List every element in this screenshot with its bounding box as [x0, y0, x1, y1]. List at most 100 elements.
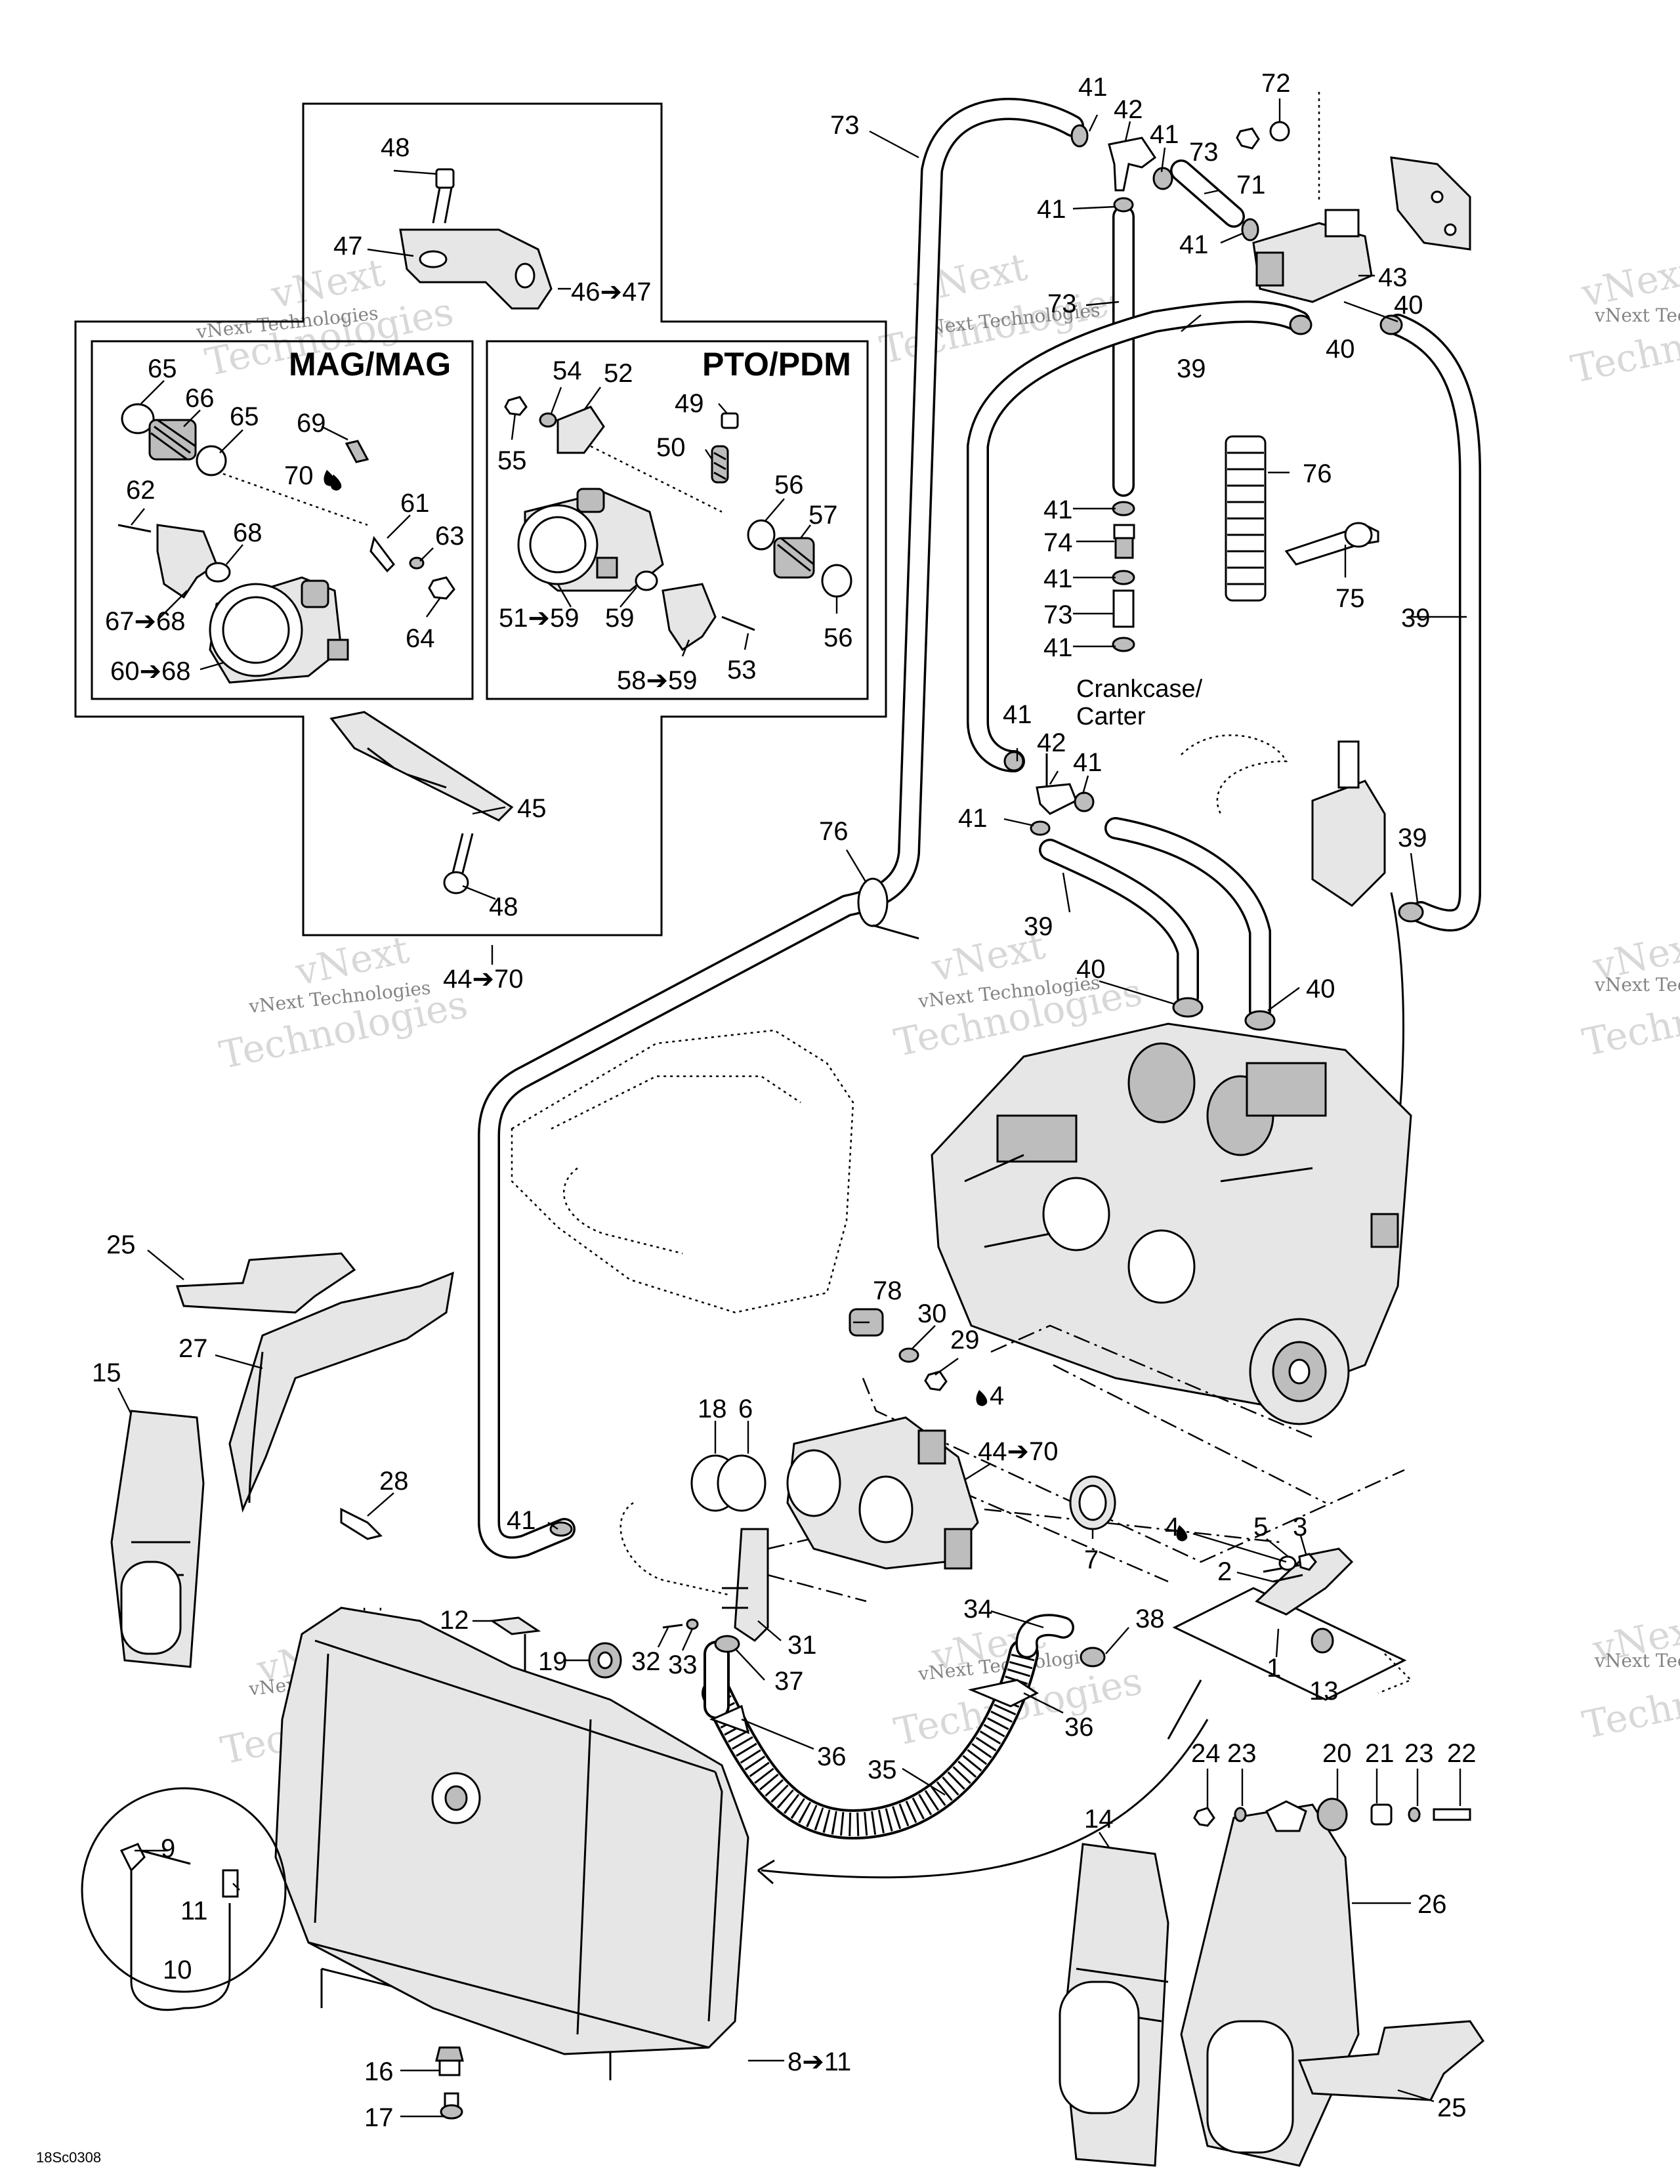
mag-title: MAG/MAG	[289, 346, 451, 383]
callout-label: 21	[1365, 1739, 1395, 1768]
mat-25a-icon	[175, 1252, 356, 1314]
clamp-40-icon	[1172, 997, 1204, 1018]
engine-icon	[931, 1022, 1412, 1425]
washer-72-icon	[1269, 121, 1290, 142]
callout-label: 65	[230, 402, 259, 431]
callout-label: 43	[1378, 263, 1408, 292]
callout-label: 32	[631, 1647, 661, 1676]
callout-label: 40	[1306, 975, 1335, 1003]
callout-label: 76	[819, 817, 849, 846]
callout-label: 30	[917, 1299, 947, 1328]
callout-label: 53	[727, 656, 757, 684]
callout-label: 73	[1047, 289, 1077, 318]
drawing-code: 18Sc0308	[36, 2149, 101, 2166]
fittings	[857, 92, 1471, 1206]
callout-label: 61	[400, 489, 430, 518]
callout-label: 73	[1189, 138, 1219, 167]
callout-label: 26	[1418, 1890, 1447, 1919]
nut-64-icon	[428, 576, 455, 600]
callout-label: 42	[1037, 728, 1066, 757]
callout-label: 40	[1394, 291, 1423, 320]
crankcase-note-line1: Crankcase/	[1076, 675, 1203, 703]
pto-title: PTO/PDM	[702, 346, 851, 383]
callout-label: 22	[1447, 1739, 1477, 1768]
callout-label: 41	[1043, 495, 1073, 524]
callout-label: 25	[106, 1230, 136, 1259]
callout-label: 48	[381, 133, 410, 162]
washer-56b-icon	[821, 564, 852, 598]
callout-label: 66	[185, 384, 215, 413]
washer-33-icon	[686, 1618, 699, 1630]
callout-label: 29	[950, 1326, 980, 1354]
nut-3-icon	[1298, 1553, 1317, 1571]
callout-label: 20	[1322, 1739, 1352, 1768]
callout-label: 41	[958, 804, 988, 833]
callout-label: 14	[1084, 1805, 1114, 1834]
tee-42-icon	[1108, 136, 1157, 192]
restrictor-74-icon	[1113, 524, 1135, 559]
callout-label: 4	[990, 1381, 1004, 1410]
cover-67-icon	[156, 524, 218, 599]
grommet-19-icon	[588, 1642, 622, 1679]
screw-62-icon	[117, 524, 152, 533]
callout-label: 34	[963, 1595, 993, 1624]
callout-label: 52	[604, 359, 633, 388]
callout-label: 17	[364, 2103, 394, 2132]
screw-2-icon	[1272, 1574, 1303, 1583]
throttle-body-44-icon	[786, 1416, 979, 1570]
clamp-38-icon	[1080, 1647, 1106, 1668]
callout-label: 41	[1037, 195, 1066, 224]
screw-53-icon	[721, 616, 755, 631]
callout-label: 47	[333, 232, 363, 261]
callout-label: 51➔59	[499, 604, 579, 633]
callout-label: 74	[1043, 528, 1073, 557]
callout-label: 64	[406, 624, 435, 653]
svg-text:vNext Technologies: vNext Technologies	[1594, 974, 1680, 996]
clamp-37-icon	[714, 1635, 740, 1653]
callout-label: 36	[817, 1742, 847, 1771]
callout-label: 41	[1179, 230, 1209, 259]
callout-label: 41	[1150, 120, 1179, 149]
callout-label: 41	[1078, 73, 1108, 102]
clamp-40b-icon	[1244, 1010, 1276, 1031]
clamp-36a-icon	[709, 1704, 750, 1734]
callout-label: 35	[868, 1755, 897, 1784]
callout-label: 48	[489, 892, 518, 921]
callout-label: 18	[698, 1395, 727, 1423]
panel-27-icon	[228, 1271, 454, 1513]
callout-label: 41	[1003, 700, 1032, 729]
callout-label: 69	[297, 409, 326, 438]
callout-label: 45	[517, 794, 547, 823]
panel-14-icon	[1059, 1843, 1169, 2167]
clamp-7-icon	[1069, 1475, 1116, 1530]
callout-label: 12	[440, 1606, 469, 1635]
screw-17-icon	[440, 2092, 463, 2120]
solenoid-43-icon	[1252, 209, 1373, 303]
callout-label: 57	[808, 501, 838, 530]
cover-58-icon	[662, 583, 717, 652]
callout-label: 49	[675, 389, 704, 418]
clip-12-icon	[489, 1616, 541, 1635]
screw-48b-icon	[443, 833, 474, 894]
callout-label: 41	[1073, 748, 1102, 777]
callout-label: 76	[1303, 459, 1332, 488]
washer-65b-icon	[196, 445, 227, 476]
callout-label: 78	[873, 1276, 902, 1305]
clip-28-icon	[340, 1507, 383, 1540]
crankcase-note-line2: Carter	[1076, 703, 1146, 730]
pin-69-icon	[345, 440, 369, 463]
washer-54-icon	[539, 412, 557, 428]
bracket-47-icon	[399, 228, 553, 310]
spring-57-icon	[773, 537, 815, 579]
callout-label: 16	[364, 2057, 394, 2086]
fuel-tank-outline-icon	[511, 1029, 854, 1314]
callout-label: 39	[1177, 354, 1206, 383]
callout-label: 5	[1253, 1513, 1268, 1542]
spring-50-icon	[711, 445, 729, 484]
callout-labels: 73 41 42 41 72 73 71 41 41 43 73 40 40 3…	[92, 69, 1477, 2132]
lever-61-icon	[369, 536, 395, 573]
callout-label: 4	[1165, 1513, 1179, 1542]
callout-label: 68	[233, 518, 262, 547]
callout-label: 50	[656, 433, 686, 462]
